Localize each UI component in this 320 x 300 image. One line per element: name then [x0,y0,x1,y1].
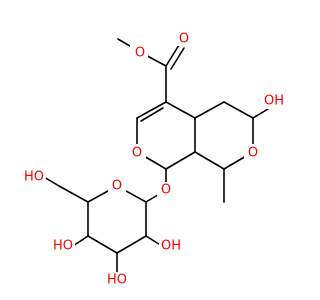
bond-c4-c3-double [140,107,164,122]
atom-o-carbonyl: O [179,32,189,47]
bond-carbonyl-double-a [165,44,180,67]
bond-c1-c7a [165,151,196,170]
bond-c4p-oh [72,235,89,247]
atom-labels: O O O O OH O O HO HO OH HO [16,30,292,288]
bonds [43,38,269,273]
atom-oh-sugar-left: HO [53,239,73,254]
bond-c5p-c6p [58,185,89,203]
bond-carbonyl-double-b [170,47,185,70]
atom-o-glycosidic: O [161,183,171,198]
atom-o-ring-right: O [248,146,258,161]
bond-c4-c4a [165,101,196,119]
atom-o-ester: O [135,46,145,61]
bond-c4-c3 [136,101,167,119]
bond-c4a-c5 [194,101,225,119]
atom-oh-top-right: OH [264,94,284,109]
bond-c6p-oh [43,176,60,187]
atom-o-ring-left: O [132,146,142,161]
molecule-canvas: O O O O OH O O HO HO OH HO [16,30,292,288]
atom-o-sugar-ring: O [112,179,122,194]
bond-c8-c7a [194,151,225,170]
structural-formula: O O O O OH O O HO HO OH HO [16,30,292,288]
atom-oh-sugar-right: OH [161,239,181,254]
bond-c5-c6 [223,101,254,119]
atom-oh-ch2: HO [24,170,44,185]
atom-oh-sugar-bottom: HO [107,273,127,288]
bond-c2p-c3p [116,235,147,254]
bond-c6-oh [252,108,269,119]
bond-c3p-c4p [87,235,118,254]
